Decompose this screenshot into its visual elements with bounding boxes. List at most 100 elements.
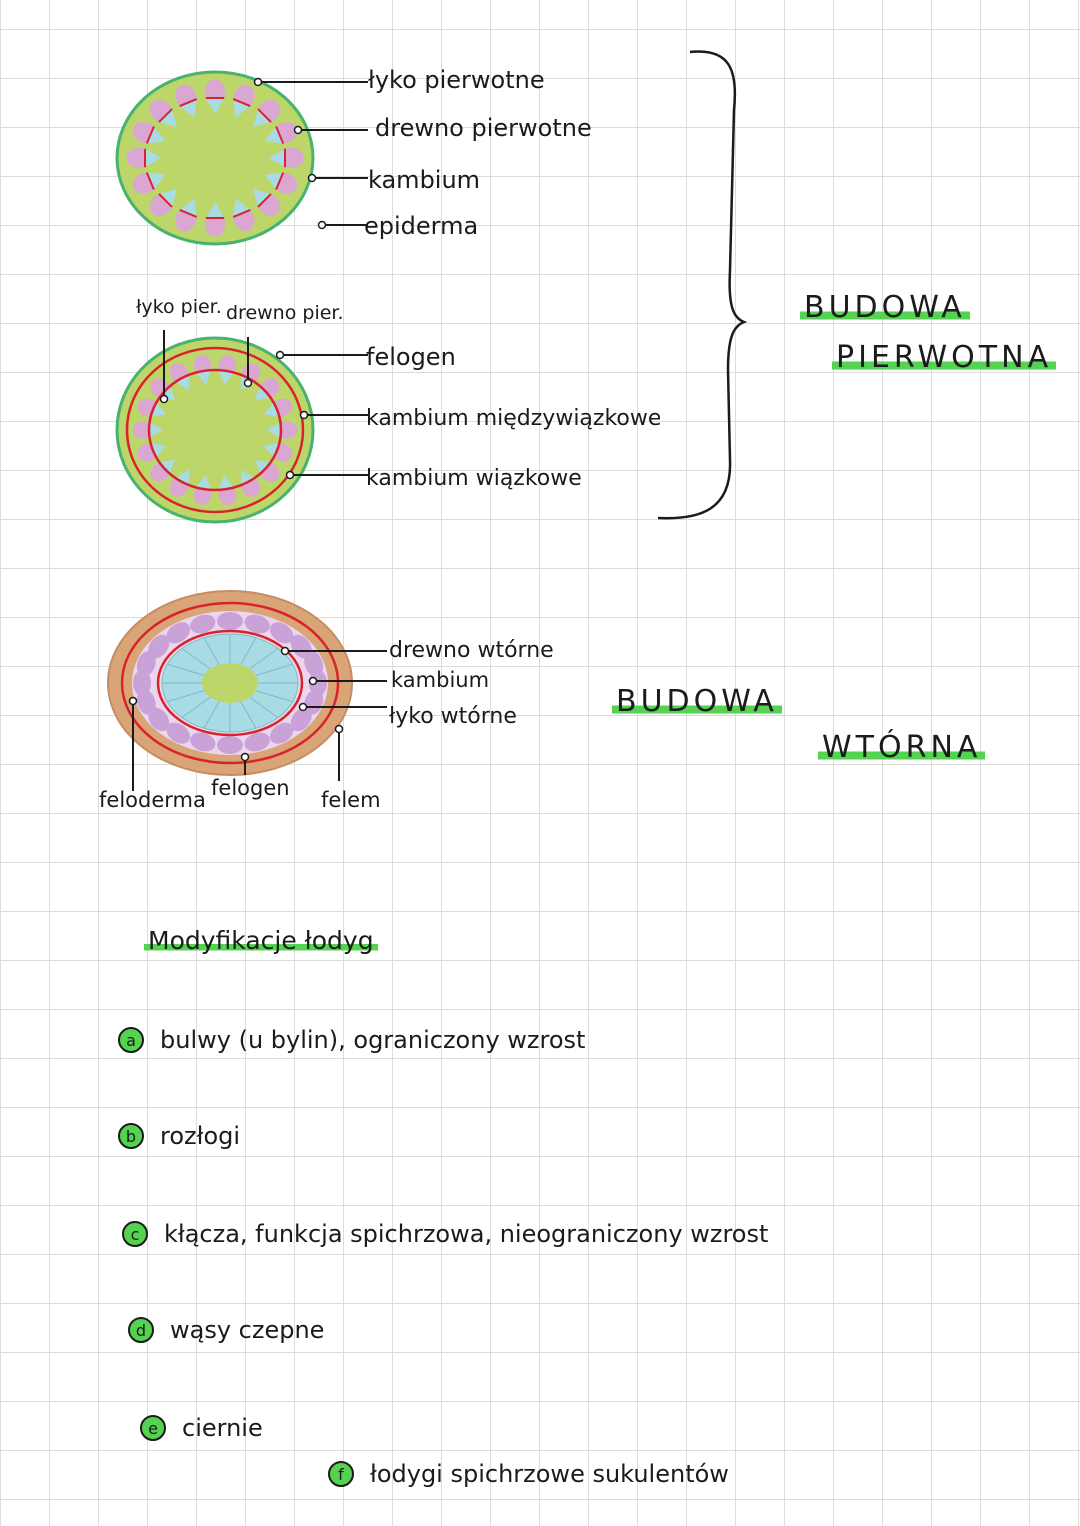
vascular-bundle (253, 99, 281, 127)
list-item: b rozłogi (118, 1122, 240, 1150)
phloem-cell (190, 732, 216, 752)
vascular-bundle (232, 198, 255, 232)
phloem-cell (217, 736, 243, 754)
xylem (150, 401, 167, 417)
phloem (133, 421, 149, 439)
phloem-cell (290, 634, 312, 659)
vascular-bundle (268, 147, 304, 169)
phloem-cell (217, 612, 243, 630)
phloem (285, 147, 304, 169)
vascular-bundle (241, 469, 261, 497)
phloem-cell (304, 651, 324, 677)
label-lyko-pier: łyko pier. (136, 296, 222, 318)
xylem-ray (255, 663, 293, 676)
xylem (253, 109, 272, 127)
phloem (126, 147, 145, 169)
xylem (195, 475, 212, 491)
phloem (257, 193, 281, 217)
label-felogen: felogen (366, 343, 456, 371)
xylem (175, 374, 189, 391)
label-lyko-wtorne: łyko wtórne (389, 704, 517, 729)
xylem (195, 369, 212, 385)
phloem-cell (148, 707, 170, 732)
xylem (218, 475, 235, 491)
phloem (150, 462, 170, 482)
cambium-ring (147, 368, 283, 492)
vascular-bundle (254, 378, 280, 401)
xylem (179, 198, 197, 217)
diagram-primary-stem: łyko pierwotne drewno pierwotne kambium … (115, 66, 592, 246)
xylem (267, 422, 281, 438)
cambium-segment (158, 108, 173, 123)
xylem (150, 443, 167, 459)
xylem (264, 126, 284, 144)
cambium-segment (232, 98, 251, 108)
item-text: kłącza, funkcja spichrzowa, nieograniczo… (164, 1220, 769, 1248)
label-felem: felem (321, 788, 381, 812)
xylem-ray (181, 647, 211, 670)
vascular-bundle (254, 459, 280, 482)
phloem-cell (148, 634, 170, 659)
item-text: rozłogi (160, 1122, 241, 1150)
xylem (218, 369, 235, 385)
phloem-cell (304, 689, 324, 715)
phloem (169, 477, 189, 497)
label-drewno-wtorne: drewno wtórne (389, 638, 554, 663)
section-title-budowa-wtorna-2: WTÓRNA (818, 730, 986, 765)
phloem (257, 99, 281, 123)
phloem (193, 355, 212, 373)
label-lyko-pierwotne: łyko pierwotne (368, 66, 545, 94)
xylem (205, 98, 225, 115)
marker-f: f (328, 1461, 354, 1487)
modifications-title: Modyfikacje łodyg (144, 926, 378, 955)
xylem (146, 172, 166, 190)
item-text: ciernie (182, 1414, 263, 1442)
phloem (218, 487, 237, 505)
vascular-bundle (169, 363, 189, 391)
xylem-ray (181, 696, 211, 719)
phloem-cell (190, 614, 216, 634)
diagram-primary-stem-cambium: łyko pier. drewno pier. felogen kambium … (115, 296, 660, 524)
label-felogen-secondary: felogen (211, 776, 290, 800)
xylem (241, 469, 255, 486)
phloem (218, 355, 237, 373)
leader-lines-3 (132, 650, 387, 791)
stem-cross-section-1 (115, 70, 315, 246)
label-drewno-pier: drewno pier. (226, 302, 344, 324)
stem-cross-section-3 (107, 590, 353, 776)
xylem (268, 148, 285, 168)
xylem (264, 172, 284, 190)
vascular-bundle (149, 99, 177, 127)
cambium-segment (275, 126, 285, 144)
item-text: łodygi spichrzowe sukulentów (370, 1460, 729, 1488)
phloem-cell (133, 670, 151, 696)
xylem (149, 422, 163, 438)
phloem-cell (290, 707, 312, 732)
label-drewno-pierwotne: drewno pierwotne (375, 114, 592, 142)
xylem-ray (240, 701, 257, 729)
vascular-bundle (204, 201, 226, 237)
xylem (254, 385, 271, 401)
stem-cross-section-2 (115, 336, 315, 524)
vascular-bundle (232, 84, 255, 118)
xylem-ray (167, 690, 205, 703)
vascular-bundle (264, 172, 298, 194)
section-title-budowa-pierwotna-1: BUDOWA (800, 290, 970, 325)
xylem (233, 99, 251, 118)
cambium-segment (257, 108, 272, 123)
xylem-ray (203, 701, 220, 729)
xylem (233, 198, 251, 217)
label-kambium-secondary: kambium (391, 668, 489, 692)
cambium-segment (257, 193, 272, 208)
phloem (260, 378, 280, 398)
section-title-budowa-wtorna-1: BUDOWA (612, 684, 782, 719)
phloem-cell (166, 722, 191, 744)
vascular-bundle (150, 459, 176, 482)
vascular-bundle (253, 189, 281, 217)
vascular-bundle (218, 475, 237, 505)
phellogen-ring (120, 601, 340, 765)
xylem (158, 189, 177, 207)
label-kambium-miedzywiazkowe: kambium międzywiązkowe (366, 406, 660, 431)
xylem-ray (203, 637, 220, 665)
phloem-cell (166, 622, 191, 644)
